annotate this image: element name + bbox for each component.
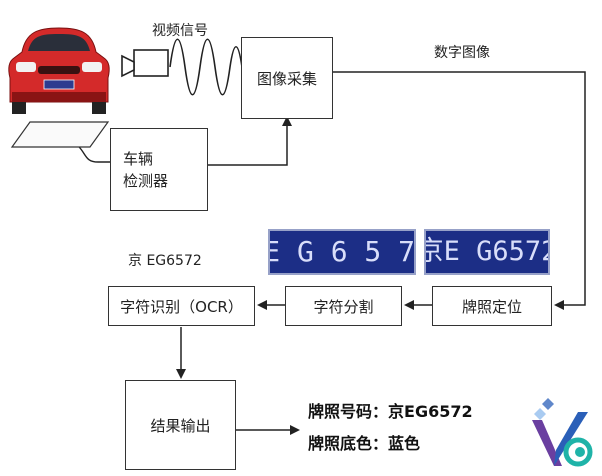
char-segment-box: 字符分割 [285,286,402,326]
plate-number-line: 牌照号码：京EG6572 [308,398,473,422]
char-segment-label: 字符分割 [313,297,374,316]
image-capture-label: 图像采集 [256,69,317,88]
signal-wave [169,38,243,96]
char-recognize-label: 字符识别（OCR） [120,297,243,316]
plate-number-label: 牌照号码： [308,402,389,421]
plate-color-value: 蓝色 [388,434,421,453]
digital-image-label: 数字图像 [434,45,490,61]
brand-logo [532,398,593,467]
segmented-plate-image: 京E G 6 5 7 2 [268,229,416,275]
ground-sensor-plate [10,121,110,148]
video-signal-label: 视频信号 [152,23,208,39]
arrow-detector-to-capture [207,116,292,166]
plate-number-value: 京EG6572 [388,402,473,421]
plate-color-label: 牌照底色： [308,434,389,453]
vehicle-detector-box: 车辆 检测器 [110,128,208,211]
car-illustration [8,27,110,114]
vehicle-detector-line1: 车辆 [123,149,154,168]
plate-locate-box: 牌照定位 [432,286,552,326]
located-plate-image: 京E G6572 [424,229,550,275]
arrow-capture-to-locate [332,71,586,310]
result-output-label: 结果输出 [150,416,211,435]
char-recognize-box: 字符识别（OCR） [108,286,255,326]
result-output-box: 结果输出 [125,380,236,470]
plate-locate-label: 牌照定位 [461,297,522,316]
image-capture-box: 图像采集 [241,37,333,119]
plate-text-small: 京 EG6572 [128,253,202,269]
video-camera-icon [121,49,169,78]
vehicle-detector-line2: 检测器 [123,171,169,190]
plate-color-line: 牌照底色：蓝色 [308,430,420,454]
